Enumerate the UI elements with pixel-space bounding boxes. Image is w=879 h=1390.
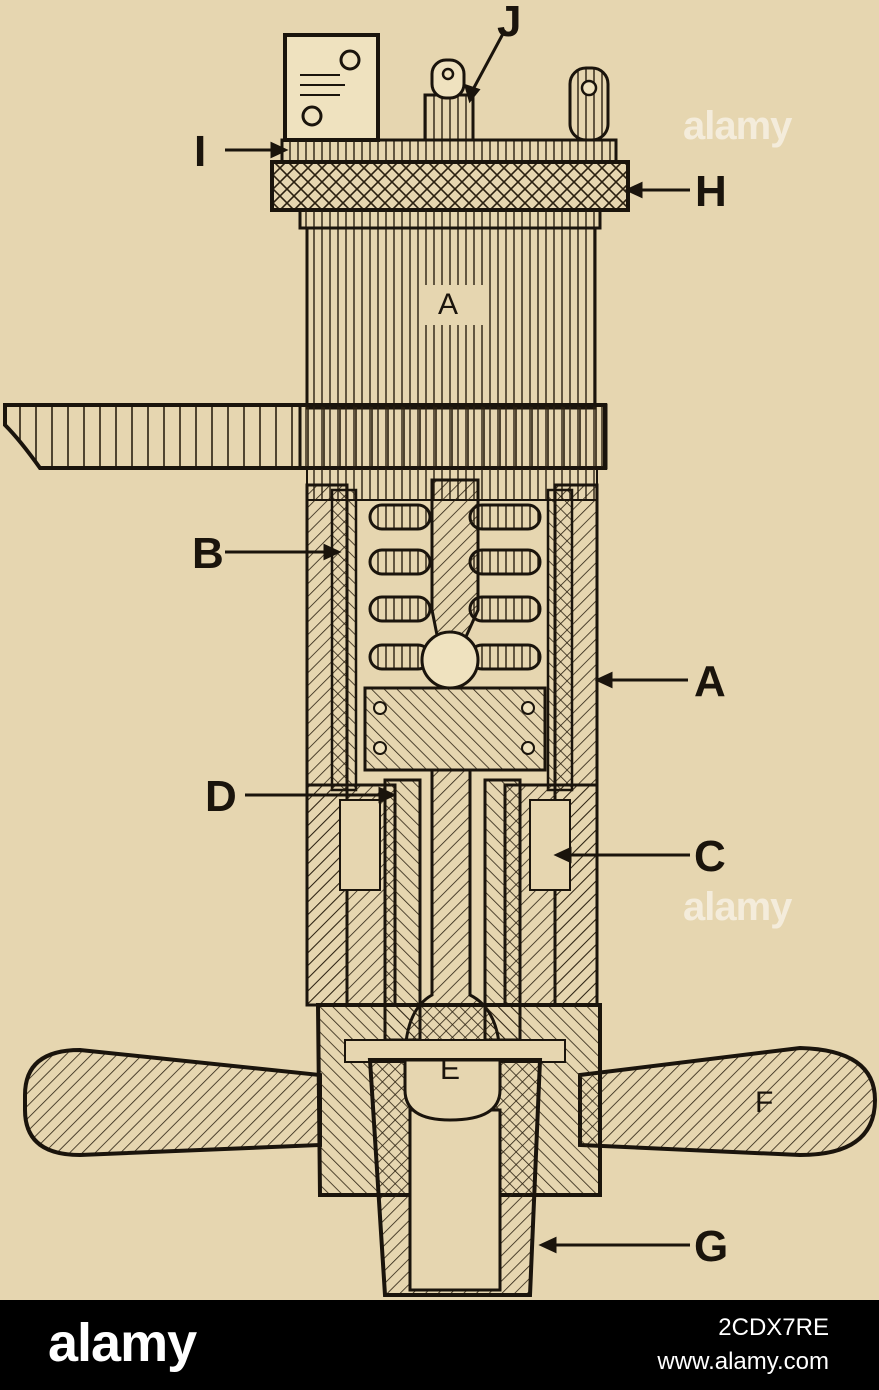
stem-d-left: [383, 778, 422, 1042]
label-i: I: [194, 127, 207, 176]
label-a-top: A: [438, 288, 459, 321]
footer-url: www.alamy.com: [657, 1348, 829, 1375]
handle-f-left: [23, 1047, 322, 1158]
terminal-j: [423, 58, 475, 142]
knurled-nut-h: [270, 160, 630, 212]
diagram-plate: J I H A B A D C E F G alamy alamy: [0, 0, 879, 1300]
plunger-rod: [430, 478, 480, 652]
watermark: alamy: [683, 104, 792, 148]
sleeve-b-left: [330, 488, 358, 792]
label-e: E: [440, 1053, 461, 1086]
label-b: B: [192, 529, 224, 578]
valve-cross-section: [3, 29, 878, 1297]
stock-footer: alamy 2CDX7RE www.alamy.com: [0, 1300, 879, 1390]
stem-d-right: [483, 778, 522, 1042]
label-a-side: A: [694, 657, 726, 706]
label-c: C: [694, 832, 726, 881]
handle-f-right: [578, 1045, 878, 1158]
terminal-plate: [283, 33, 380, 142]
label-d: D: [205, 772, 237, 821]
label-j: J: [497, 0, 522, 46]
valve-seat-block: [363, 686, 547, 772]
footer-image-id: 2CDX7RE: [718, 1314, 829, 1341]
watermark: alamy: [683, 885, 792, 929]
sleeve-b-right: [546, 488, 574, 792]
ring-i: [280, 138, 618, 164]
ball-joint: [420, 630, 480, 690]
footer-logo: alamy: [48, 1313, 197, 1373]
label-h: H: [695, 167, 727, 216]
label-g: G: [694, 1222, 729, 1271]
leader-lines: [225, 29, 690, 1254]
label-f: F: [755, 1086, 774, 1119]
terminal-right: [568, 66, 610, 142]
